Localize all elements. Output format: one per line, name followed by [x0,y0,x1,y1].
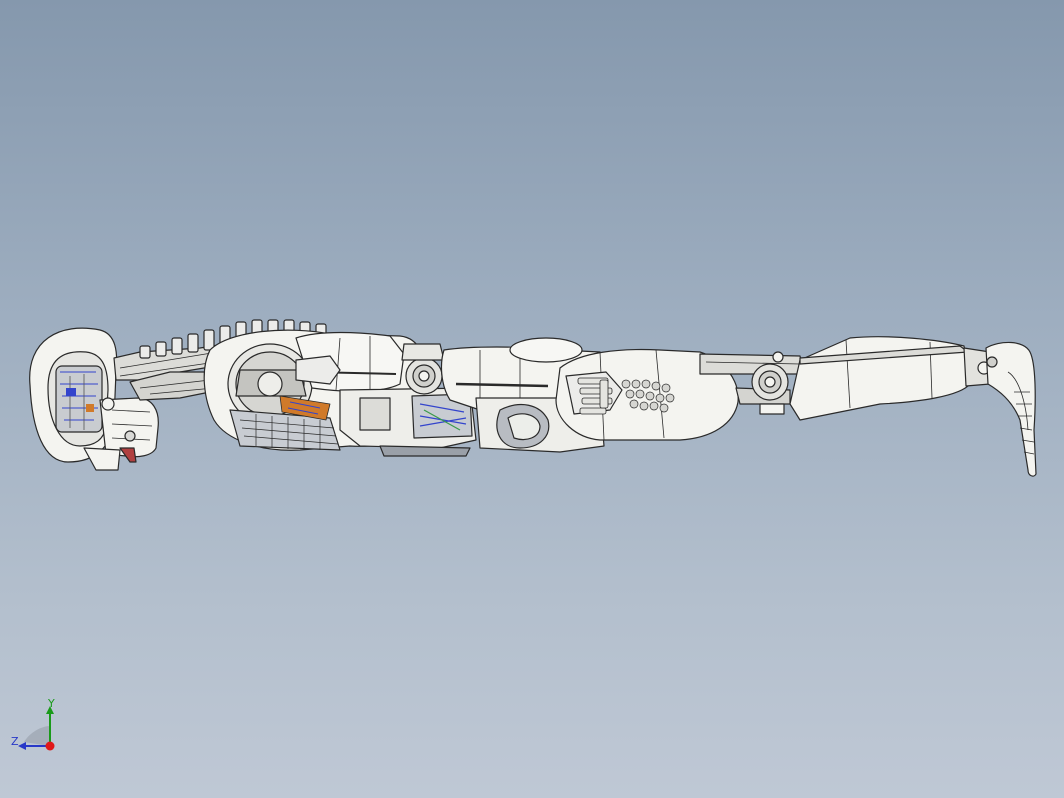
arm-assembly [555,348,739,441]
pelvis-assembly [339,343,477,457]
y-axis-arrow-icon [46,706,54,714]
view-orientation-triad[interactable]: Y Z [8,696,72,760]
triad-icon [18,706,55,751]
knee-assembly [699,351,805,415]
axis-z-label: Z [11,735,19,748]
torso-assembly [203,329,426,451]
z-axis-arrow-icon [18,742,26,750]
axis-y-label: Y [48,697,55,710]
head-assembly [29,327,159,471]
x-axis-icon [45,741,55,751]
thigh-assembly [440,337,607,453]
foot-assembly [985,341,1037,477]
shin-assembly [789,336,991,421]
